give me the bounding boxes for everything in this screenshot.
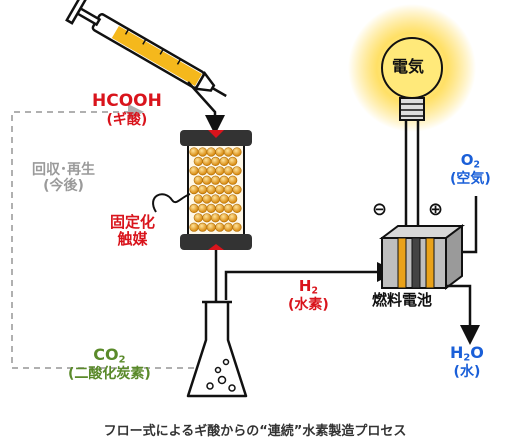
fuel-cell-icon (379, 224, 465, 290)
catalyst-bead (189, 203, 199, 213)
catalyst-bead (215, 203, 225, 213)
catalyst-column (180, 130, 252, 250)
formic-acid-formula: HCOOH (92, 91, 162, 111)
catalyst-bead (219, 156, 229, 166)
catalyst-bead (202, 194, 212, 204)
oxygen-jp: (空気) (450, 171, 491, 187)
co2-jp: (二酸化炭素) (68, 365, 151, 382)
catalyst-bead (232, 185, 242, 195)
water-sub: 2 (463, 352, 471, 364)
hydrogen-line (224, 262, 397, 300)
catalyst-pointer (152, 193, 191, 213)
co2-formula: CO2 (68, 345, 151, 366)
light-bulb-icon (348, 4, 476, 132)
catalyst-bead (193, 213, 203, 223)
recovery-label: 回収･再生 (今後) (32, 162, 95, 194)
electricity-label: 電気 (392, 57, 425, 76)
catalyst-bead (193, 175, 203, 185)
catalyst-bead (223, 203, 233, 213)
catalyst-bead (219, 213, 229, 223)
catalyst-bead (223, 166, 233, 176)
oxygen-main: O (460, 151, 474, 169)
catalyst-bead (193, 156, 203, 166)
hydrogen-formula: H2 (288, 277, 329, 297)
oxygen-formula: O2 (450, 151, 491, 171)
syringe-icon (65, 0, 227, 98)
catalyst-bead (232, 147, 242, 157)
hydrogen-sub: 2 (311, 285, 318, 297)
co2-sub: 2 (118, 354, 126, 366)
hydrogen-main: H (298, 277, 312, 295)
catalyst-bead (206, 203, 216, 213)
catalyst-bead (193, 194, 203, 204)
water-jp: (水) (453, 363, 481, 380)
feed-line (187, 81, 225, 135)
catalyst-bead (206, 166, 216, 176)
catalyst-bead (215, 147, 225, 157)
catalyst-label: 固定化 触媒 (110, 213, 156, 249)
catalyst-bead (210, 175, 221, 185)
water-label: H2O (水) (450, 343, 484, 380)
catalyst-bead (206, 222, 216, 232)
catalyst-bead (189, 147, 199, 157)
catalyst-bead (189, 166, 199, 176)
diagram-caption: フロー式によるギ酸からの“連続”水素製造プロセス (103, 424, 407, 439)
oxygen-label: O2 (空気) (450, 151, 491, 187)
hydrogen-jp: (水素) (288, 297, 329, 313)
catalyst-bead (206, 147, 216, 157)
catalyst-bead (228, 194, 238, 204)
positive-terminal: ⊕ (428, 199, 444, 220)
catalyst-bead (189, 185, 199, 195)
fuel-cell-label: 燃料電池 (372, 291, 433, 309)
recovery-note: (今後) (43, 178, 84, 195)
catalyst-bead (219, 175, 229, 185)
catalyst-beads (189, 147, 242, 232)
catalyst-bead (215, 222, 225, 232)
hydrogen-label: H2 (水素) (288, 277, 329, 313)
catalyst-bead (202, 156, 212, 166)
water-o: O (470, 343, 484, 362)
formic-acid-jp: (ギ酸) (106, 111, 148, 128)
catalyst-bead (223, 222, 233, 232)
catalyst-bead (228, 213, 238, 223)
catalyst-bead (223, 147, 233, 157)
co2-main: CO (93, 345, 119, 364)
oxygen-sub: 2 (473, 159, 481, 171)
catalyst-bead (228, 156, 238, 166)
flask-icon (186, 300, 248, 398)
water-formula: H2O (450, 343, 484, 364)
recovery-text: 回収･再生 (32, 162, 95, 178)
catalyst-bead (198, 166, 208, 176)
catalyst-bead (206, 185, 216, 195)
catalyst-bead (202, 175, 212, 185)
formic-acid-label: HCOOH (ギ酸) (92, 91, 162, 128)
catalyst-bead (228, 175, 238, 185)
catalyst-bead (210, 156, 221, 166)
water-line (446, 284, 480, 345)
catalyst-bead (232, 222, 242, 232)
catalyst-bead (215, 166, 225, 176)
catalyst-line1: 固定化 (110, 213, 156, 231)
catalyst-bead (198, 203, 208, 213)
catalyst-bead (215, 185, 225, 195)
co2-label: CO2 (二酸化炭素) (68, 345, 151, 382)
catalyst-bead (198, 222, 208, 232)
catalyst-bead (202, 213, 212, 223)
negative-terminal: ⊖ (372, 199, 388, 220)
catalyst-bead (232, 166, 242, 176)
catalyst-bead (210, 213, 221, 223)
recycle-path (11, 104, 205, 369)
catalyst-bead (223, 185, 233, 195)
water-h: H (450, 343, 464, 362)
catalyst-line2: 触媒 (117, 230, 148, 249)
catalyst-bead (232, 203, 242, 213)
catalyst-bead (189, 222, 199, 232)
catalyst-bead (198, 147, 208, 157)
catalyst-bead (210, 194, 221, 204)
catalyst-bead (198, 185, 208, 195)
catalyst-bead (219, 194, 229, 204)
